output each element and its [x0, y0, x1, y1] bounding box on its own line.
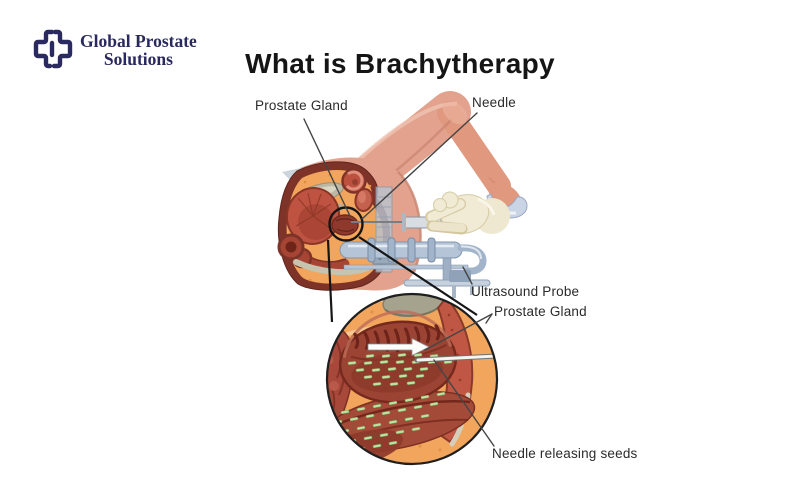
- leader-prostate-gland-inset: [424, 313, 493, 351]
- magnifier-line-right: [358, 236, 478, 316]
- label-prostate-gland-top: Prostate Gland: [255, 98, 348, 113]
- leader-needle-releasing-seeds: [433, 359, 495, 447]
- magnifier-line-left: [326, 239, 334, 323]
- prostate: [331, 214, 359, 236]
- radioactive-seeds-upper: [347, 353, 453, 386]
- magnified-inset: [327, 294, 497, 464]
- inset-border-circle: [325, 292, 499, 466]
- surgeon-gloved-hand: [425, 191, 510, 235]
- logo-line2: Solutions: [103, 48, 173, 69]
- page-title: What is Brachytherapy: [245, 48, 555, 79]
- leader-lines: [303, 112, 495, 447]
- leader-needle: [361, 112, 478, 220]
- insertion-direction-arrow: [367, 338, 430, 356]
- logo-line1: Global Prostate: [80, 31, 197, 51]
- label-ultrasound-probe: Ultrasound Probe: [471, 284, 580, 299]
- logo: Global Prostate Solutions: [33, 26, 197, 69]
- label-prostate-gland-inset: Prostate Gland: [494, 304, 587, 319]
- label-needle: Needle: [472, 95, 516, 110]
- label-needle-releasing-seeds: Needle releasing seeds: [492, 446, 638, 461]
- leader-prostate-gland-fork: [485, 313, 493, 324]
- inset-needle: [414, 353, 497, 363]
- leader-prostate-gland-top: [303, 118, 351, 217]
- rectum: [277, 233, 350, 273]
- logo-text: Global Prostate Solutions: [80, 26, 197, 69]
- bladder: [285, 187, 341, 245]
- medical-cross-icon: [33, 29, 73, 69]
- leader-ultrasound-probe: [462, 266, 473, 285]
